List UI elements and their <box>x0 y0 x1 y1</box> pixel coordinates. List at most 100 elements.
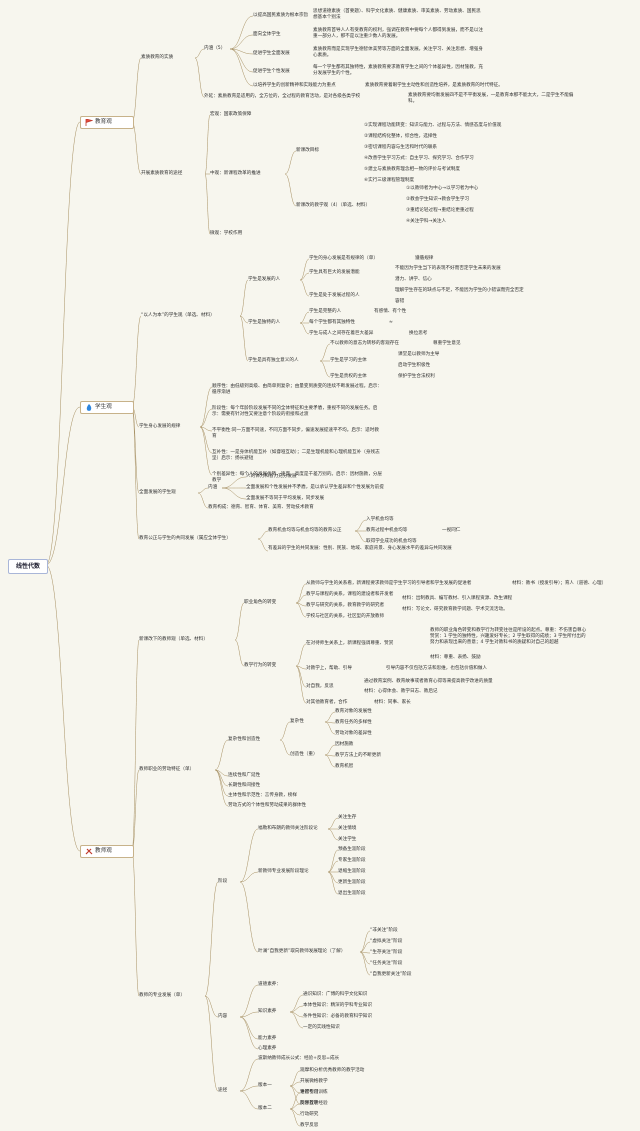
node[interactable]: 退缩生涯阶段 <box>338 869 366 874</box>
branch-students[interactable]: 学生观 <box>80 401 134 414</box>
node[interactable]: “生存关注”阶段 <box>370 950 403 955</box>
node[interactable]: 中观：新课程改革的推进 <box>210 171 261 176</box>
node[interactable]: 对其他教育者，合作 <box>306 700 348 705</box>
node[interactable]: 阶段 <box>218 879 228 884</box>
node[interactable]: 课堂是以教师为主导 <box>398 352 440 357</box>
node[interactable]: 材料：尊重、表扬、鼓励 <box>430 655 481 660</box>
node[interactable]: 促进学生个性发展 <box>253 69 290 74</box>
node[interactable]: 教学方法上的不断更新 <box>335 753 381 758</box>
node[interactable]: 引导内容不仅包括方法和思维，也包括价值和做人 <box>386 666 488 671</box>
node[interactable]: 教育对象的发展性 <box>335 709 372 714</box>
node[interactable]: 素质教育要着眼学生主动性和创造性培养，是素质教育的时代特征。 <box>365 83 503 88</box>
node[interactable]: 一视同仁 <box>442 528 461 533</box>
node[interactable]: 学生身心发展的规律 <box>139 424 181 429</box>
node[interactable]: 从教师与学生的关系看，新课程要求教师是学生学习的引导者和学生发展的促进者 <box>306 581 472 586</box>
node[interactable]: 材料：教书（授发引导）；育人（道德、心理） <box>512 581 607 586</box>
node[interactable]: 因材施教 <box>335 742 354 747</box>
node[interactable]: 关注生存 <box>338 815 357 820</box>
node[interactable]: 版本一 <box>258 1083 272 1088</box>
node[interactable]: 素质教育首导人人有受教育的权利，强调在教育中要每个人都得到发展，而不是以注重一部… <box>313 28 483 39</box>
node[interactable]: 观摩和分析优秀教师的教学活动 <box>300 1068 365 1073</box>
node[interactable]: 全面发展不等同于平均发展，同步发展 <box>246 496 325 501</box>
node[interactable]: 换位思考 <box>409 331 428 336</box>
node[interactable]: 专家引领 <box>300 1090 319 1095</box>
branch-education[interactable]: 教育观 <box>80 116 134 129</box>
node[interactable]: 条件性知识：必备的教育科学知识 <box>303 1014 372 1019</box>
node[interactable]: 个别差异性：每个人的发展优势、速度、高度是千差万别的。启示：因材施教，分层教学 <box>212 472 382 483</box>
node[interactable]: 新课改下的教师观（单选、材料） <box>139 637 208 642</box>
node[interactable]: ≈ <box>389 320 393 325</box>
node[interactable]: 能力素养 <box>258 1036 277 1041</box>
node[interactable]: 以培养学生的创新精神和实践能力为重点 <box>253 83 336 88</box>
node[interactable]: 复杂性 <box>290 719 304 724</box>
branch-teachers[interactable]: 教师观 <box>80 845 134 858</box>
node[interactable]: 学生是独特的人 <box>248 320 281 325</box>
node[interactable]: “任务关注”阶段 <box>370 961 403 966</box>
node[interactable]: 教育机智 <box>335 764 354 769</box>
node[interactable]: 学生是发展的人 <box>248 277 281 282</box>
node[interactable]: 有感情、有个性 <box>374 309 407 314</box>
node[interactable]: 复杂性和创造性 <box>228 737 261 742</box>
node[interactable]: 主体性和示范性：言传身教，榜样 <box>228 793 297 798</box>
node[interactable]: 材料：写论文、研究教育教学问题、学术交流活动。 <box>402 607 508 612</box>
node[interactable]: 教学反思 <box>300 1123 319 1128</box>
node[interactable]: 学生是具有独立意义的人 <box>248 358 299 363</box>
node[interactable]: 劳动方式的个体性和劳动成果的群体性 <box>228 803 307 808</box>
node[interactable]: 学生是完整的人 <box>309 309 342 314</box>
node[interactable]: 知识素养 <box>258 1009 277 1014</box>
node[interactable]: 启动学生积极性 <box>398 363 431 368</box>
node[interactable]: ④关注学科→关注人 <box>406 219 447 224</box>
node[interactable]: 教师职业的劳动特征（单） <box>139 767 195 772</box>
node[interactable]: 教学与研究的关系，教育教学的研究者 <box>306 603 385 608</box>
node[interactable]: 内容 <box>218 1014 228 1019</box>
node[interactable]: 材料：同事、家长 <box>374 700 411 705</box>
node[interactable]: 教育任务的多样性 <box>335 720 372 725</box>
node[interactable]: 创造性（重） <box>290 752 318 757</box>
node[interactable]: 思想道德素质（首要题）、科学文化素质、健康素质、审美素质、劳动素质、国民思想基本… <box>313 9 481 20</box>
node[interactable]: 教育公正与学生的共同发展（属应全体学生） <box>139 536 231 541</box>
node[interactable]: ③重结论轻过程→重结论更重过程 <box>406 208 474 213</box>
node[interactable]: 在对待师生关系上，新课程强调尊重、赞赏 <box>306 641 394 646</box>
node[interactable]: 素质教育的实质 <box>141 55 174 60</box>
node[interactable]: 叶澜“自我更新”取向教师发展理论（了解） <box>258 949 346 954</box>
node[interactable]: 专家生涯阶段 <box>338 858 366 863</box>
node[interactable]: 开展素质教育的途径 <box>141 171 183 176</box>
node[interactable]: 内涵（5） <box>204 46 226 51</box>
node[interactable]: 素质教育要均衡发展四不是不平衡发展，一是教育本那不能太大，二是学生不能偏科。 <box>408 93 574 104</box>
node[interactable]: 通识知识：广博的科学文化知识 <box>303 992 368 997</box>
root-topic[interactable]: 线性代数 <box>8 559 48 574</box>
node[interactable]: 理解学生存在的缺点与不足，不能因为学生的小错误而完全否定 <box>395 288 524 293</box>
node[interactable]: 每个学生都有其独特性 <box>309 320 355 325</box>
node[interactable]: 波斯纳教师成长公式：经验+反思=成长 <box>258 1056 340 1061</box>
node[interactable]: 学生具有巨大的发展潜能 <box>309 270 360 275</box>
node[interactable]: 预备生涯阶段 <box>338 847 366 852</box>
node[interactable]: 教师的专业发展（单） <box>139 993 185 998</box>
node[interactable]: 不以教师的意志为转移的客观存在 <box>330 341 399 346</box>
node[interactable]: 全面发展的学生观 <box>139 490 176 495</box>
node[interactable]: ②教会学生知识→教会学生学习 <box>406 197 470 202</box>
node[interactable]: ③密切课程内容与生活和时代的联系 <box>364 145 438 150</box>
node[interactable]: 退出生涯阶段 <box>338 891 366 896</box>
node[interactable]: ⑤建立与素质教育理念相一致的评价与考试制度 <box>364 167 460 172</box>
node[interactable]: 学生的身心发展是有规律的（单） <box>309 256 378 261</box>
node[interactable]: 连续性和广延性 <box>228 773 261 778</box>
node[interactable]: 不能因为学生当下的表现不好而否定学生未来的发展 <box>395 266 501 271</box>
node[interactable]: 行动研究 <box>300 1112 319 1117</box>
node[interactable]: 进行专门训练 <box>300 1090 328 1095</box>
node[interactable]: “虚拟关注”阶段 <box>370 939 403 944</box>
node[interactable]: ④改善学生学习方式：自主学习、探究学习、合作学习 <box>364 156 474 161</box>
node[interactable]: 新教师专业发展阶段理论 <box>258 869 309 874</box>
node[interactable]: “以人为本”的学生观（单选、材料） <box>141 313 215 318</box>
node[interactable]: 教师的职业角色转变和教学行为转变往往是所设的起点。尊重：不伤害自尊心 赞赏：1 … <box>430 628 587 645</box>
node[interactable]: 宏观：国家政策保障 <box>210 112 252 117</box>
node[interactable]: 学生是责权的主体 <box>330 374 367 379</box>
node[interactable]: 学生与成人之间存在着巨大差异 <box>309 331 374 336</box>
node[interactable]: 顺序性：由低级到高级、由简单到复杂；由量变到质变的连续不断发展过程。启示：循序渐… <box>212 384 382 395</box>
node[interactable]: 教育构成：德育、智育、体育、美育、劳动技术教育 <box>208 505 314 510</box>
node[interactable]: 外延：素质教育是适用的，全方位的，全过程的教育活动，是对各级各类学校 <box>204 94 361 99</box>
node[interactable]: 入学机会均等 <box>366 517 394 522</box>
node[interactable]: 关注情境 <box>338 826 357 831</box>
node[interactable]: 微观：学校作用 <box>210 231 243 236</box>
node[interactable]: 材料：出制教具、编写教材、引入课程资源、改生课程 <box>402 596 513 601</box>
node[interactable]: 内涵 <box>208 485 218 490</box>
